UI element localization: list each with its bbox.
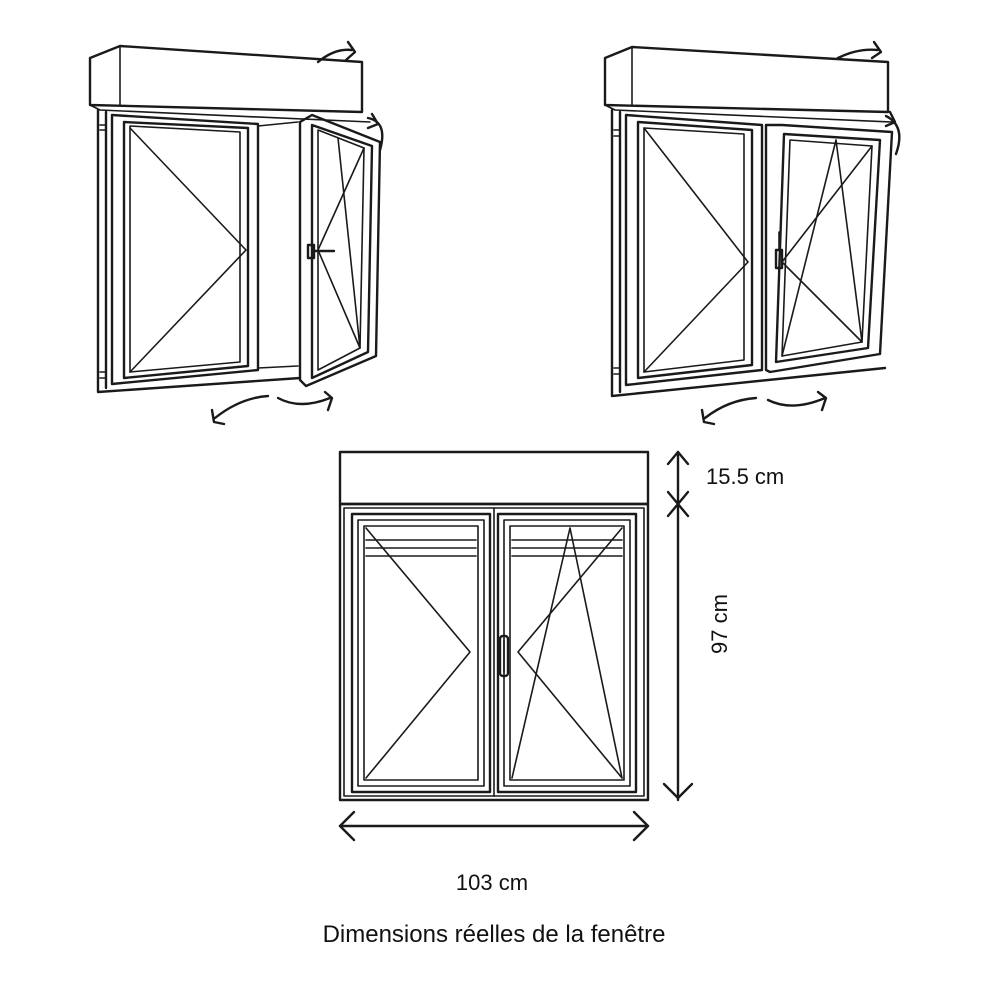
- window-width-dimension: [338, 810, 650, 842]
- window-height-dimension: [662, 502, 694, 802]
- tilt-open-illustration: [603, 40, 901, 426]
- window-height-label: 97 cm: [707, 594, 732, 654]
- casement-open-illustration: [88, 40, 384, 426]
- front-elevation-drawing: [338, 450, 694, 842]
- shutter-height-label: 15.5 cm: [706, 464, 784, 489]
- shutter-height-dimension: [666, 450, 690, 506]
- caption: Dimensions réelles de la fenêtre: [323, 921, 666, 948]
- window-width-label: 103 cm: [456, 870, 528, 895]
